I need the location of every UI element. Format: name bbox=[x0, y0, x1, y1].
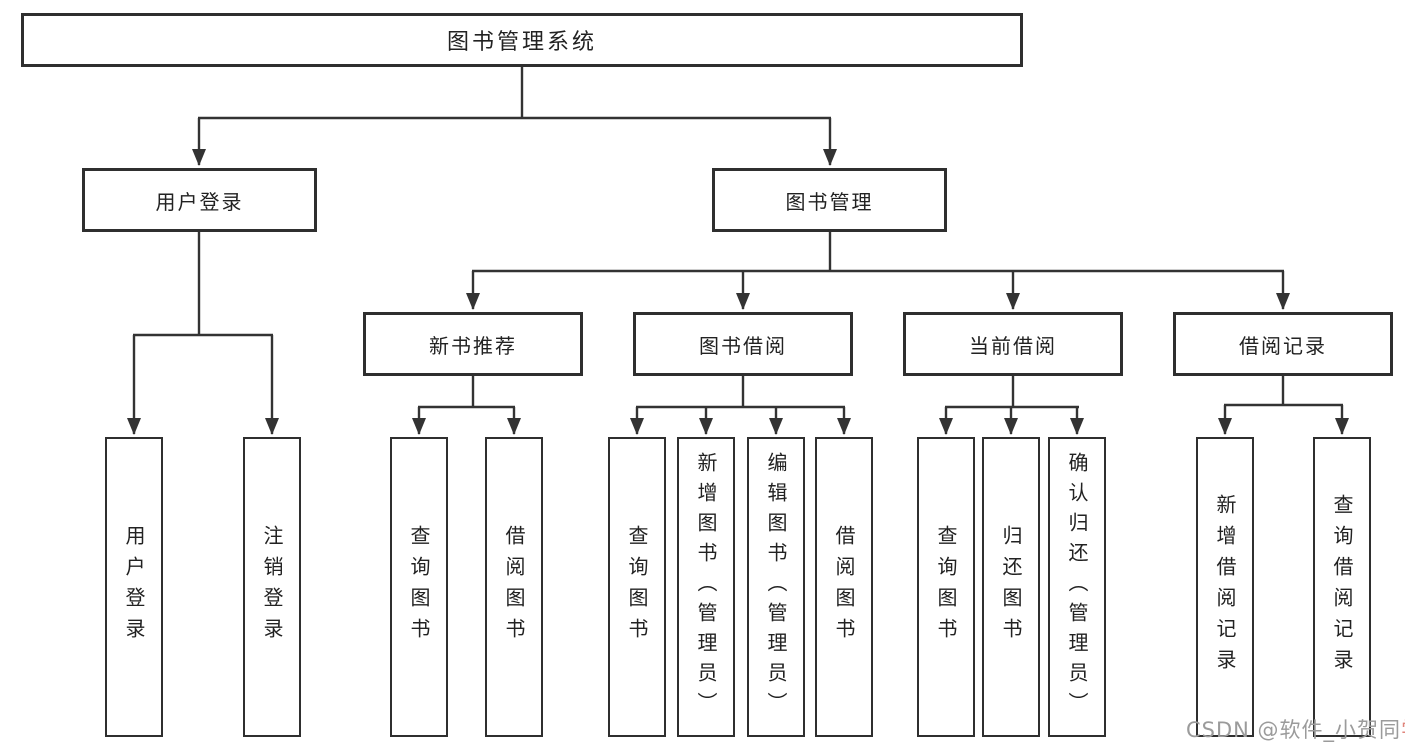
node-label: 图书管理系统 bbox=[446, 30, 597, 55]
node-user-login: 用户登录 bbox=[82, 168, 317, 232]
connectors-current-borrowing bbox=[939, 376, 1084, 435]
node-label: 新书推荐 bbox=[429, 333, 517, 358]
node-book-management: 图书管理 bbox=[712, 168, 947, 232]
leaf-confirm-return-admin: 确认归还（管理员） bbox=[1048, 437, 1106, 737]
leaf-logout: 注销登录 bbox=[243, 437, 301, 737]
node-label: 查询借阅记录 bbox=[1330, 494, 1354, 680]
node-label: 用户登录 bbox=[122, 525, 146, 649]
connectors-new-book-recommend bbox=[412, 376, 521, 435]
leaf-query-borrow-record: 查询借阅记录 bbox=[1313, 437, 1371, 737]
node-library-management-system: 图书管理系统 bbox=[21, 13, 1023, 67]
node-label: 新增图书（管理员） bbox=[694, 452, 718, 722]
node-label: 查询图书 bbox=[407, 525, 431, 649]
leaf-borrow-books-borrowing: 借阅图书 bbox=[815, 437, 873, 737]
node-label: 借阅记录 bbox=[1239, 333, 1327, 358]
connectors-root-to-level2 bbox=[192, 67, 837, 166]
connectors-user-login-branch bbox=[127, 232, 279, 435]
node-label: 用户登录 bbox=[155, 189, 244, 214]
node-book-borrowing: 图书借阅 bbox=[633, 312, 853, 376]
node-label: 查询图书 bbox=[934, 525, 958, 649]
node-label: 借阅图书 bbox=[502, 525, 526, 649]
node-label: 查询图书 bbox=[625, 525, 649, 649]
node-label: 确认归还（管理员） bbox=[1065, 452, 1089, 722]
connectors-book-management-branch bbox=[466, 232, 1290, 310]
node-label: 注销登录 bbox=[260, 525, 284, 649]
node-label: 编辑图书（管理员） bbox=[764, 452, 788, 722]
node-label: 图书借阅 bbox=[699, 333, 787, 358]
leaf-add-book-admin: 新增图书（管理员） bbox=[677, 437, 735, 737]
connectors-borrow-records bbox=[1218, 376, 1349, 435]
leaf-query-books-recommend: 查询图书 bbox=[390, 437, 448, 737]
node-label: 图书管理 bbox=[785, 189, 874, 214]
node-current-borrowing: 当前借阅 bbox=[903, 312, 1123, 376]
node-borrow-records: 借阅记录 bbox=[1173, 312, 1393, 376]
node-label: 当前借阅 bbox=[969, 333, 1057, 358]
node-label: 归还图书 bbox=[999, 525, 1023, 649]
leaf-return-book: 归还图书 bbox=[982, 437, 1040, 737]
leaf-user-login: 用户登录 bbox=[105, 437, 163, 737]
node-new-book-recommend: 新书推荐 bbox=[363, 312, 583, 376]
node-label: 新增借阅记录 bbox=[1213, 494, 1237, 680]
leaf-edit-book-admin: 编辑图书（管理员） bbox=[747, 437, 805, 737]
leaf-query-books-current: 查询图书 bbox=[917, 437, 975, 737]
connectors-book-borrowing bbox=[630, 376, 851, 435]
leaf-query-books-borrowing: 查询图书 bbox=[608, 437, 666, 737]
watermark-text: CSDN @软件_小贺同 bbox=[1186, 718, 1402, 742]
leaf-borrow-books-recommend: 借阅图书 bbox=[485, 437, 543, 737]
watermark-accent-text: 学 bbox=[1401, 718, 1405, 742]
node-label: 借阅图书 bbox=[832, 525, 856, 649]
csdn-watermark: CSDN @软件_小贺同学 bbox=[1186, 714, 1405, 744]
leaf-add-borrow-record: 新增借阅记录 bbox=[1196, 437, 1254, 737]
